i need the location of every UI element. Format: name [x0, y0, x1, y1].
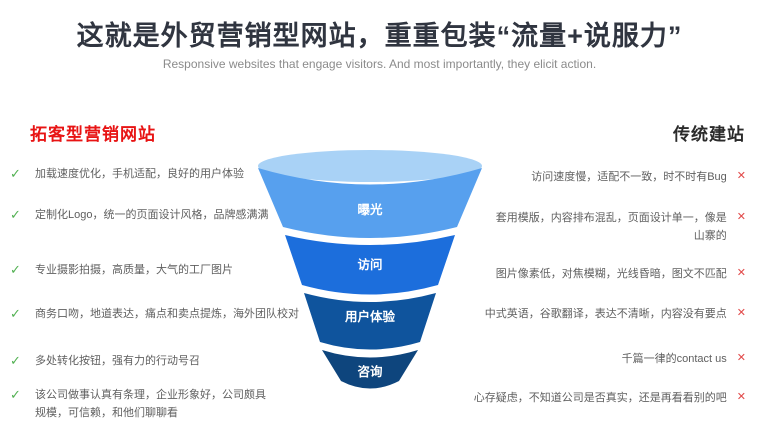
- right-item-text: 套用模版，内容排布混乱，页面设计单一，像是山寨的: [495, 212, 727, 242]
- funnel-label-exposure: 曝光: [357, 202, 383, 217]
- left-item-text: 加载速度优化，手机适配，良好的用户体验: [35, 168, 244, 180]
- right-column-heading: 传统建站: [673, 125, 745, 144]
- left-item-row: ✓ 定制化Logo，统一的页面设计风格，品牌感满满: [10, 206, 302, 224]
- funnel-band-experience: [304, 293, 436, 350]
- x-icon: ✕: [736, 170, 746, 182]
- right-item-row: 千篇一律的contact us ✕: [466, 350, 746, 368]
- right-item-row: 套用模版，内容排布混乱，页面设计单一，像是山寨的 ✕: [466, 209, 746, 245]
- funnel-band-inquiry: [322, 350, 418, 389]
- left-item-text: 专业摄影拍摄，高质量，大气的工厂图片: [35, 264, 233, 276]
- check-icon: ✓: [10, 207, 21, 222]
- funnel-svg: 曝光 访问 用户体验 咨询: [258, 150, 482, 389]
- left-item-text: 多处转化按钮，强有力的行动号召: [35, 355, 200, 367]
- check-icon: ✓: [10, 306, 21, 321]
- right-item-text: 访问速度慢，适配不一致，时不时有Bug: [531, 171, 727, 183]
- right-item-row: 图片像素低，对焦模糊，光线昏暗，图文不匹配 ✕: [466, 265, 746, 283]
- right-item-text: 千篇一律的contact us: [621, 353, 727, 365]
- conversion-funnel-diagram: 曝光 访问 用户体验 咨询: [253, 143, 487, 395]
- left-item-row: ✓ 专业摄影拍摄，高质量，大气的工厂图片: [10, 261, 302, 279]
- left-item-row: ✓ 商务口吻，地道表达，痛点和卖点提炼，海外团队校对: [10, 305, 302, 323]
- x-icon: ✕: [736, 352, 746, 364]
- right-item-row: 心存疑虑，不知道公司是否真实，还是再看看别的吧 ✕: [466, 389, 746, 407]
- funnel-label-inquiry: 咨询: [357, 364, 383, 379]
- funnel-label-visit: 访问: [357, 257, 382, 272]
- x-icon: ✕: [736, 211, 746, 223]
- left-item-row: ✓ 该公司做事认真有条理，企业形象好，公司颇具规模，可信赖，和他们聊聊看: [10, 386, 302, 422]
- funnel-band-visit: [285, 235, 455, 295]
- left-column-heading: 拓客型营销网站: [30, 125, 156, 144]
- funnel-label-experience: 用户体验: [344, 309, 396, 324]
- check-icon: ✓: [10, 353, 21, 368]
- right-item-row: 访问速度慢，适配不一致，时不时有Bug ✕: [466, 168, 746, 186]
- right-item-text: 图片像素低，对焦模糊，光线昏暗，图文不匹配: [495, 268, 727, 280]
- check-icon: ✓: [10, 262, 21, 277]
- right-item-row: 中式英语，谷歌翻译，表达不清晰，内容没有要点 ✕: [466, 305, 746, 323]
- x-icon: ✕: [736, 391, 746, 403]
- right-item-text: 心存疑虑，不知道公司是否真实，还是再看看别的吧: [473, 392, 727, 404]
- x-icon: ✕: [736, 267, 746, 279]
- left-item-text: 该公司做事认真有条理，企业形象好，公司颇具规模，可信赖，和他们聊聊看: [35, 389, 266, 419]
- check-icon: ✓: [10, 166, 21, 181]
- left-item-row: ✓ 加载速度优化，手机适配，良好的用户体验: [10, 165, 302, 183]
- right-item-text: 中式英语，谷歌翻译，表达不清晰，内容没有要点: [484, 308, 727, 320]
- left-item-row: ✓ 多处转化按钮，强有力的行动号召: [10, 352, 302, 370]
- page-subtitle: Responsive websites that engage visitors…: [162, 57, 597, 71]
- x-icon: ✕: [736, 307, 746, 319]
- page-title: 这就是外贸营销型网站，重重包装“流量+说服力”: [76, 21, 683, 51]
- check-icon: ✓: [10, 387, 21, 402]
- funnel-top-ellipse: [258, 150, 482, 182]
- left-item-text: 商务口吻，地道表达，痛点和卖点提炼，海外团队校对: [35, 308, 299, 320]
- funnel-band-exposure: [258, 168, 482, 238]
- left-item-text: 定制化Logo，统一的页面设计风格，品牌感满满: [35, 209, 269, 221]
